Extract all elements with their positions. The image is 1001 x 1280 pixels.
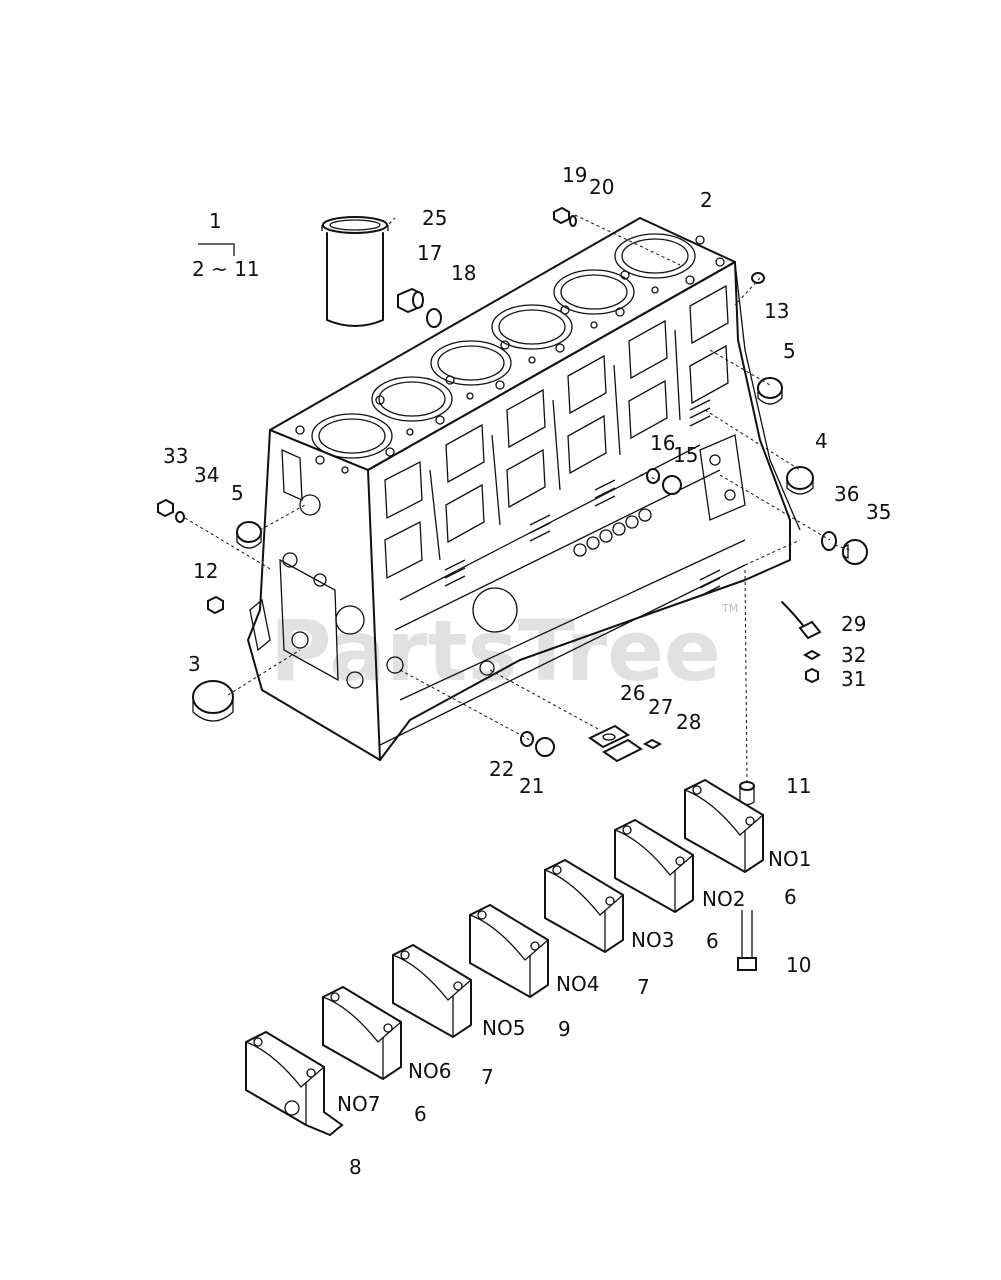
- bolt-31: [805, 667, 819, 684]
- cylinder-liner: [321, 216, 389, 327]
- plug-15: [662, 475, 682, 495]
- callout: 11: [786, 774, 811, 798]
- washer-36: [821, 531, 837, 551]
- callout: 5: [783, 339, 796, 363]
- plug-35: [842, 539, 868, 565]
- callout: 33: [163, 444, 188, 468]
- watermark: PartsTree: [270, 602, 721, 700]
- cylinder-block: [247, 217, 801, 761]
- callout: 32: [841, 643, 866, 667]
- washer-22: [520, 731, 534, 747]
- pipe-29: [781, 601, 806, 629]
- callout: 28: [676, 710, 701, 734]
- callout: 17: [417, 241, 442, 265]
- callout: 26: [620, 681, 645, 705]
- bearing-label-no6: NO6: [408, 1059, 451, 1083]
- bearing-cap-no7: [245, 1030, 344, 1137]
- bearing-label-no4: NO4: [556, 972, 599, 996]
- callout: 18: [451, 261, 476, 285]
- pin-13: [751, 272, 765, 284]
- plug-17: [397, 287, 424, 314]
- bearing-label-no1: NO1: [768, 847, 811, 871]
- callout: 6: [414, 1102, 427, 1126]
- callout: 35: [866, 500, 891, 524]
- callout: 21: [519, 774, 544, 798]
- plug-21: [535, 737, 555, 757]
- bolt-33: [157, 498, 174, 518]
- callout: 7: [637, 975, 650, 999]
- bearing-label-no3: NO3: [631, 928, 674, 952]
- callout: 13: [764, 299, 789, 323]
- callout: 15: [673, 443, 698, 467]
- callout: 6: [784, 885, 797, 909]
- bearing-cap-no2: [614, 818, 694, 914]
- bearing-position-labels: NO1 NO2 NO3 NO4 NO5 NO6 NO7: [337, 847, 811, 1116]
- trademark: TM: [721, 602, 738, 615]
- callout: 34: [194, 463, 219, 487]
- callout: 9: [558, 1017, 571, 1041]
- bolt-19: [553, 206, 570, 225]
- bolt-10: [737, 910, 757, 971]
- callout: 20: [589, 175, 614, 199]
- callout: 12: [193, 559, 218, 583]
- plug-5-left: [236, 521, 262, 549]
- assembly-range: 2 ~ 11: [192, 257, 260, 281]
- callout: 27: [648, 695, 673, 719]
- callout: 2: [700, 188, 713, 212]
- callout: 25: [422, 206, 447, 230]
- callout: 36: [834, 482, 859, 506]
- plug-4: [786, 466, 814, 495]
- bearing-label-no7: NO7: [337, 1092, 380, 1116]
- bearing-label-no5: NO5: [482, 1016, 525, 1040]
- assembly-number: 1: [209, 209, 222, 233]
- callouts: 2 3 4 5 5 6 6 6 7 7 8 9 10 11 12 13 15 1…: [163, 163, 891, 1179]
- callout: 7: [481, 1065, 494, 1089]
- callout: 19: [562, 163, 587, 187]
- assembly-callout: 1 2 ~ 11: [192, 209, 260, 281]
- bolt-28: [642, 738, 663, 750]
- callout: 31: [841, 667, 866, 691]
- bearing-cap-no6: [322, 985, 402, 1081]
- callout: 8: [349, 1155, 362, 1179]
- washer-16: [646, 468, 660, 484]
- gasket-26: [588, 724, 630, 749]
- washer-34: [175, 511, 185, 523]
- callout: 3: [188, 652, 201, 676]
- callout: 22: [489, 757, 514, 781]
- callout: 10: [786, 953, 811, 977]
- washer-32: [802, 649, 822, 661]
- bearing-cap-no3: [544, 858, 624, 954]
- plug-12: [207, 595, 224, 615]
- bearing-cap-no5: [392, 943, 472, 1039]
- washer-18: [426, 308, 442, 328]
- callout: 6: [706, 929, 719, 953]
- plug-5-right: [757, 377, 783, 405]
- plug-3: [192, 680, 234, 722]
- callout: 29: [841, 612, 866, 636]
- callout: 4: [815, 429, 828, 453]
- cover-27: [602, 738, 643, 763]
- washer-20: [569, 215, 577, 227]
- bearing-label-no2: NO2: [702, 887, 745, 911]
- bearing-cap-no4: [469, 903, 549, 999]
- callout: 16: [650, 431, 675, 455]
- callout: 5: [231, 481, 244, 505]
- bearing-cap-no1: [684, 778, 764, 874]
- dowel-11: [739, 781, 755, 806]
